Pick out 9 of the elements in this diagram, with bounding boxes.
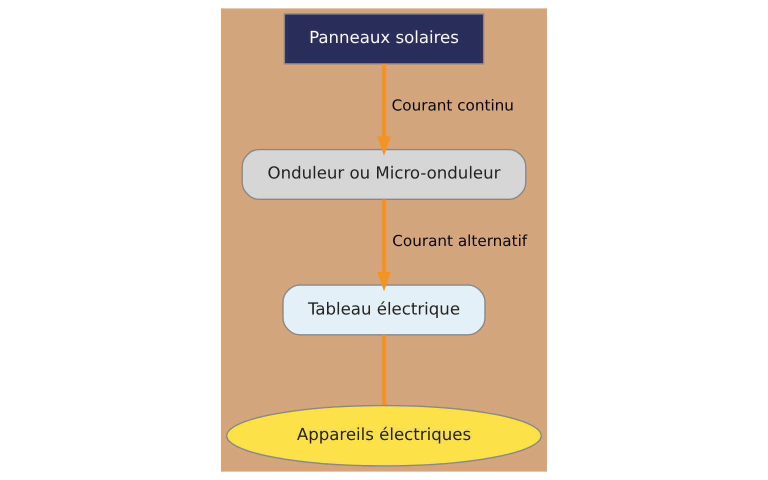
node-box: Tableau électrique	[282, 284, 486, 336]
edge-label: Courant continu	[392, 96, 514, 115]
arrow	[377, 64, 391, 156]
node-box: Onduleur ou Micro-onduleur	[242, 148, 526, 200]
arrow	[377, 200, 391, 292]
connector	[382, 335, 386, 406]
node-ellipse: Appareils électriques	[226, 404, 542, 467]
edge-label: Courant alternatif	[392, 232, 528, 250]
node-box: Panneaux solaires	[284, 13, 484, 64]
